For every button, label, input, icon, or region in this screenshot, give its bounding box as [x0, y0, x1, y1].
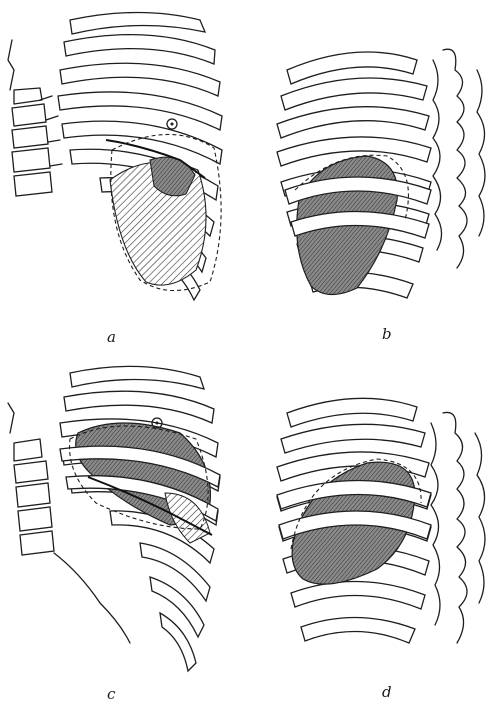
panel-a-drawing	[0, 0, 247, 353]
panel-b: b	[247, 0, 494, 353]
panel-d: d	[247, 353, 494, 706]
spine-d	[431, 412, 485, 643]
panel-c-drawing	[0, 353, 247, 706]
panel-label: d	[382, 683, 392, 701]
panel-a: a	[0, 0, 247, 353]
spine-b	[433, 49, 485, 268]
panel-label: c	[107, 685, 115, 703]
panel-d-drawing	[247, 353, 494, 706]
spine-a	[8, 40, 62, 196]
panel-c: c	[0, 353, 247, 706]
panel-label: b	[382, 325, 392, 343]
panel-b-drawing	[247, 0, 494, 353]
panel-label: a	[107, 328, 116, 346]
